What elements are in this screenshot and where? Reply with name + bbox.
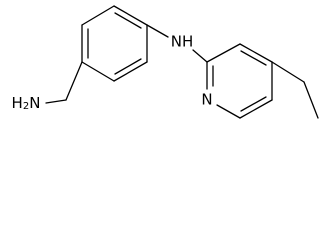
bond-b4-b5	[81, 61, 115, 82]
bond-b3-b4	[113, 61, 148, 82]
bond-b6-b1	[81, 5, 115, 26]
pyridine-ring: N	[201, 43, 273, 119]
bond-ring-to-ch2	[65, 61, 83, 101]
bond-ring-to-nh	[146, 24, 169, 38]
molecule-structure-drawing: H2N NH N	[12, 5, 319, 119]
bond-p1-p2	[206, 43, 241, 63]
bond-p5-n	[216, 104, 241, 119]
bond-nh-to-pyridine	[192, 49, 208, 63]
bond-ch2-to-ch3	[303, 81, 319, 119]
bond-p4-p5	[239, 99, 273, 119]
bond-b1-b2	[113, 5, 148, 26]
double-bond-b1-b2-inner	[114, 12, 142, 29]
nh-linker: NH	[146, 24, 208, 63]
amine-label: H2N	[12, 94, 41, 113]
double-bond-p4-p5-inner	[240, 96, 267, 112]
double-bond-b3-b4-inner	[114, 58, 142, 75]
bond-ring-to-ch2-ethyl	[271, 61, 305, 83]
bond-p2-p3	[239, 43, 273, 63]
bond-ch2-to-nh2	[45, 99, 67, 104]
ethyl-group	[271, 61, 319, 119]
nh-label: NH	[171, 33, 194, 51]
pyridine-n-label: N	[201, 91, 212, 109]
double-bond-p2-p3-inner	[240, 50, 267, 66]
aminomethyl-group: H2N	[12, 61, 83, 113]
benzene-ring	[81, 5, 148, 82]
